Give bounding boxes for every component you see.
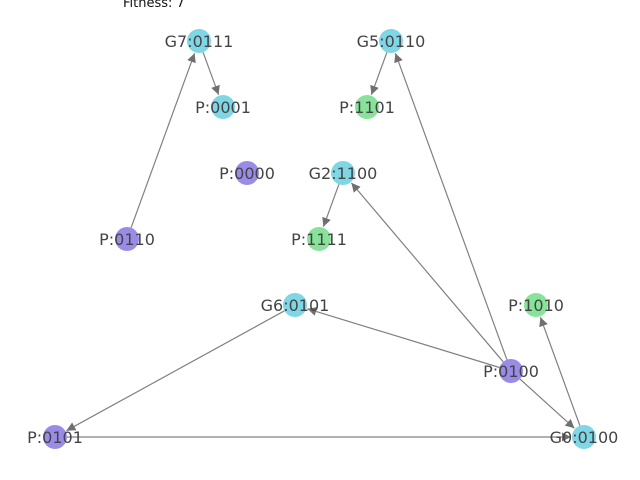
node-p1111	[307, 227, 331, 251]
node-label-g2: G2:1100	[309, 164, 378, 183]
edge-p0100-to-g6	[307, 307, 500, 369]
edge-g5-to-p1101	[370, 52, 388, 96]
node-label-p0000: P:0000	[219, 164, 275, 183]
node-label-g7: G7:0111	[165, 32, 234, 51]
node-p1010	[524, 293, 548, 317]
node-p0000	[235, 161, 259, 185]
node-p0100	[499, 359, 523, 383]
node-g0	[572, 425, 596, 449]
edge-g2-to-p1111	[322, 184, 340, 228]
node-p0110	[115, 227, 139, 251]
edges-layer	[66, 52, 581, 442]
edge-p0100-to-g0	[519, 378, 575, 429]
edge-g6-to-p0101	[66, 310, 285, 432]
node-label-p0001: P:0001	[195, 98, 251, 117]
node-label-p0101: P:0101	[27, 428, 83, 447]
node-label-g5: G5:0110	[357, 32, 426, 51]
node-label-g6: G6:0101	[261, 296, 330, 315]
node-label-g0: G0:0100	[550, 428, 619, 447]
node-label-p0110: P:0110	[99, 230, 155, 249]
node-g7	[187, 29, 211, 53]
edge-p0110-to-g7	[130, 52, 196, 228]
node-label-p1010: P:1010	[508, 296, 564, 315]
node-g2	[331, 161, 355, 185]
edge-p0100-to-g5	[394, 52, 508, 360]
node-p1101	[355, 95, 379, 119]
node-p0101	[43, 425, 67, 449]
edge-g0-to-p1010	[539, 316, 581, 426]
node-g6	[283, 293, 307, 317]
edge-g7-to-p0001	[202, 52, 220, 96]
node-label-p1111: P:1111	[291, 230, 347, 249]
fitness-label: Fitness: 7	[123, 0, 185, 11]
node-label-p1101: P:1101	[339, 98, 395, 117]
node-p0001	[211, 95, 235, 119]
node-g5	[379, 29, 403, 53]
nodes-layer	[43, 29, 596, 449]
edge-p0100-to-g2	[350, 182, 504, 363]
node-label-p0100: P:0100	[483, 362, 539, 381]
